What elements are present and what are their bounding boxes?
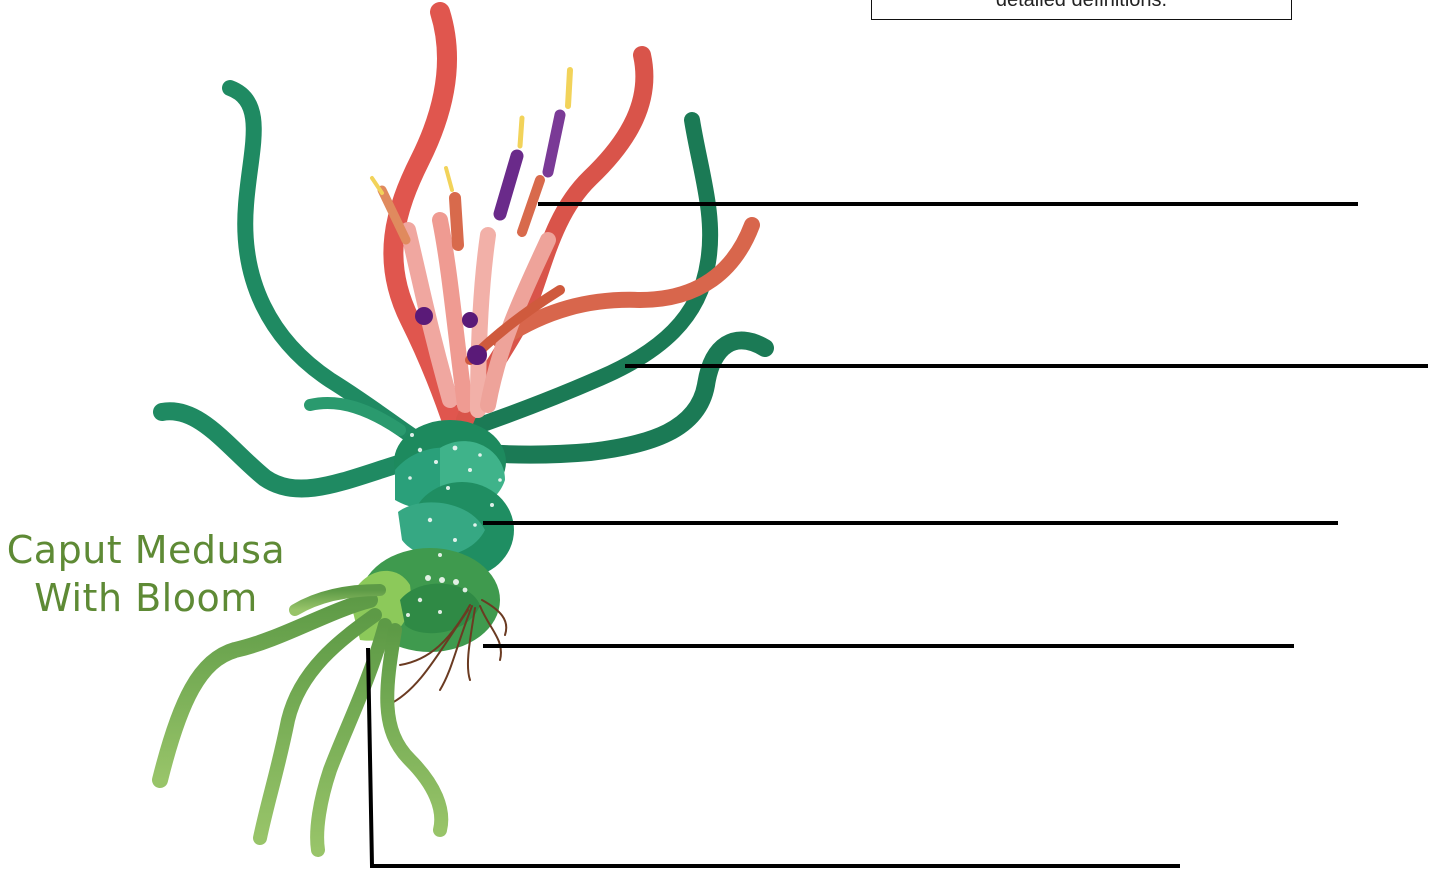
instruction-box: detailed definitions. bbox=[871, 0, 1292, 20]
stamen-filament-3 bbox=[522, 180, 540, 232]
tentacle-left-mid bbox=[310, 403, 400, 430]
stamen-purple-1 bbox=[500, 156, 517, 214]
pollen-tip-4 bbox=[372, 178, 382, 193]
pollen-tip-2 bbox=[520, 118, 522, 146]
stamen-filament-2 bbox=[455, 198, 458, 245]
diagram-title: Caput Medusa With Bloom bbox=[6, 526, 286, 622]
seed-dot-3 bbox=[467, 345, 487, 365]
seed-dot-2 bbox=[462, 312, 478, 328]
label-line-5 bbox=[368, 648, 1180, 866]
pollen-tip-3 bbox=[446, 168, 452, 190]
title-line-2: With Bloom bbox=[6, 574, 286, 622]
title-line-1: Caput Medusa bbox=[6, 526, 286, 574]
instruction-text: detailed definitions. bbox=[872, 0, 1291, 12]
seed-dot-1 bbox=[415, 307, 433, 325]
green-roots bbox=[160, 590, 441, 850]
pollen-tip-1 bbox=[568, 70, 570, 106]
tentacle-right-low bbox=[470, 340, 765, 454]
tentacle-left-low bbox=[162, 411, 405, 488]
stamen-purple-2 bbox=[548, 115, 560, 172]
